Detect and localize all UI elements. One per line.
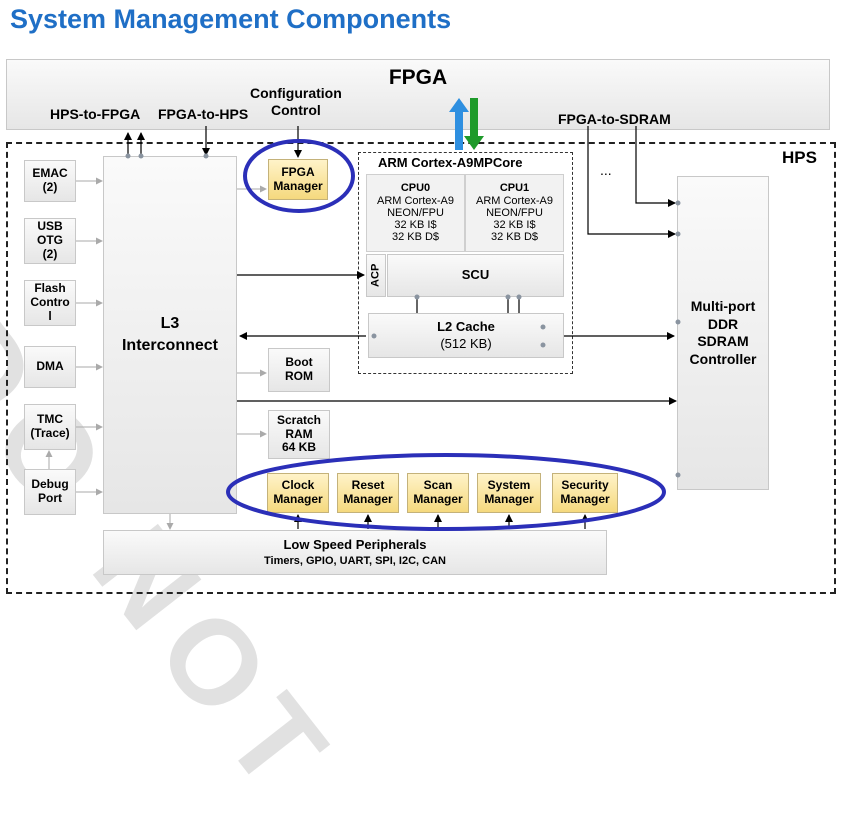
low-speed-peripherals-block: Low Speed Peripherals Timers, GPIO, UART… bbox=[103, 530, 607, 575]
fpga-manager-highlight bbox=[243, 139, 355, 213]
scu-block: SCU bbox=[387, 254, 564, 297]
configuration-control-label: Configuration Control bbox=[250, 85, 342, 118]
port-dots bbox=[125, 153, 681, 478]
fpga-interface-arrows bbox=[449, 98, 484, 150]
left-block-links bbox=[45, 177, 267, 530]
dma-block: DMA bbox=[24, 346, 76, 388]
fpga-to-hps-label: FPGA-to-HPS bbox=[158, 106, 249, 122]
fpga-region: FPGA bbox=[6, 59, 830, 130]
managers-highlight bbox=[226, 453, 666, 531]
l2-cache-block: L2 Cache (512 KB) bbox=[368, 313, 564, 358]
hps-label: HPS bbox=[782, 148, 817, 167]
fpga-bridge-links bbox=[124, 126, 302, 158]
arm-mpcore-title: ARM Cortex-A9MPCore bbox=[378, 155, 523, 170]
hps-region bbox=[6, 142, 836, 594]
main-data-paths bbox=[237, 126, 677, 405]
fpga-to-sdram-label: FPGA-to-SDRAM bbox=[558, 111, 671, 127]
ddr-controller-block: Multi-port DDR SDRAM Controller bbox=[677, 176, 769, 490]
tmc-trace-block: TMC(Trace) bbox=[24, 404, 76, 450]
cpu0-block: CPU0 ARM Cortex-A9 NEON/FPU 32 KB I$ 32 … bbox=[366, 174, 465, 252]
fpga-label: FPGA bbox=[388, 66, 448, 89]
emac-block: EMAC(2) bbox=[24, 160, 76, 202]
hps-to-fpga-label: HPS-to-FPGA bbox=[50, 106, 141, 122]
arm-mpcore-region bbox=[358, 152, 573, 374]
acp-block: ACP bbox=[366, 254, 386, 297]
ellipsis-label: ... bbox=[600, 162, 612, 178]
cpu1-block: CPU1 ARM Cortex-A9 NEON/FPU 32 KB I$ 32 … bbox=[465, 174, 564, 252]
connector-layer bbox=[45, 98, 681, 531]
page-title: System Management Components bbox=[10, 4, 452, 34]
